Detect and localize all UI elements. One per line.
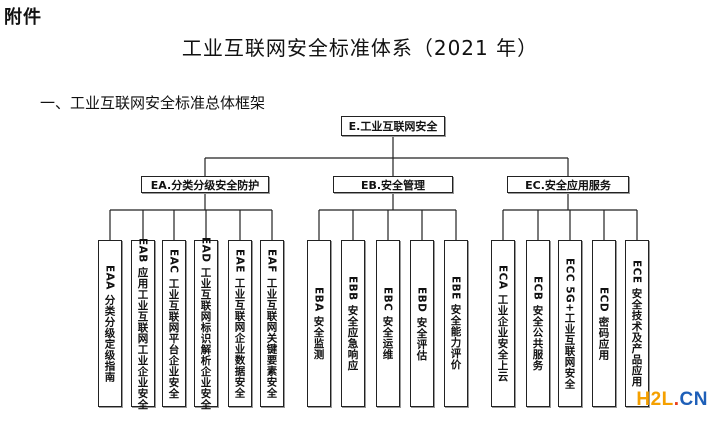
leaf-node-eca: ECA 工业企业安全上云: [491, 240, 515, 407]
leaf-node-eba: EBA 安全监测: [307, 240, 331, 407]
leaf-label: EBB 安全应急响应: [346, 276, 359, 371]
leaf-label: EBE 安全能力评价: [449, 276, 462, 371]
leaf-label: ECE 安全技术及产品应用: [630, 260, 643, 387]
leaf-label: ECD 密码应用: [597, 286, 610, 361]
leaf-label: EBA 安全监测: [312, 287, 325, 360]
leaf-node-ead: EAD 工业互联网标识解析企业安全: [194, 237, 218, 410]
leaf-label: EAF 工业互联网关键要素安全: [265, 248, 278, 399]
watermark-part-a: H2L: [636, 389, 674, 410]
leaf-label: ECC 5G+工业互联网安全: [563, 257, 576, 390]
leaf-label: ECB 安全公共服务: [531, 276, 544, 371]
leaf-node-ecc: ECC 5G+工业互联网安全: [558, 240, 582, 407]
leaf-node-ebe: EBE 安全能力评价: [444, 240, 468, 407]
document-title: 工业互联网安全标准体系（2021 年）: [181, 36, 539, 60]
leaf-label: EAC 工业互联网平台企业安全: [167, 248, 180, 399]
leaf-node-ece: ECE 安全技术及产品应用: [625, 240, 649, 407]
leaf-label: EAD 工业互联网标识解析企业安全: [199, 237, 212, 410]
page-label: 附件: [4, 7, 42, 28]
leaf-node-ebd: EBD 安全评估: [410, 240, 434, 407]
leaf-node-eaa: EAA 分类分级定级指南: [98, 240, 122, 407]
leaf-label: EAE 工业互联网企业数据安全: [233, 248, 246, 399]
leaf-node-eae: EAE 工业互联网企业数据安全: [228, 240, 252, 407]
leaf-node-ecb: ECB 安全公共服务: [526, 240, 550, 407]
branch-node-eb: EB.安全管理: [333, 176, 453, 193]
leaf-node-eab: EAB 应用工业互联网工业企业安全: [131, 237, 155, 410]
leaf-label: EBC 安全运维: [381, 287, 394, 360]
leaf-node-eac: EAC 工业互联网平台企业安全: [162, 240, 186, 407]
site-watermark-logo: H2L.CN: [636, 389, 708, 411]
branch-node-ec: EC.安全应用服务: [507, 176, 629, 193]
watermark-part-c: CN: [679, 389, 708, 410]
leaf-node-ecd: ECD 密码应用: [592, 240, 616, 407]
section-heading: 一、工业互联网安全标准总体框架: [40, 94, 266, 112]
branch-node-ea: EA.分类分级安全防护: [141, 176, 269, 193]
watermark-part-b: .: [673, 389, 680, 410]
leaf-label: ECA 工业企业安全上云: [496, 265, 509, 382]
leaf-label: EBD 安全评估: [415, 286, 428, 361]
leaf-node-eaf: EAF 工业互联网关键要素安全: [260, 240, 284, 407]
leaf-node-ebc: EBC 安全运维: [376, 240, 400, 407]
leaf-label: EAB 应用工业互联网工业企业安全: [136, 237, 149, 410]
leaf-node-ebb: EBB 安全应急响应: [341, 240, 365, 407]
root-node: E.工业互联网安全: [341, 116, 445, 136]
leaf-label: EAA 分类分级定级指南: [103, 264, 116, 383]
